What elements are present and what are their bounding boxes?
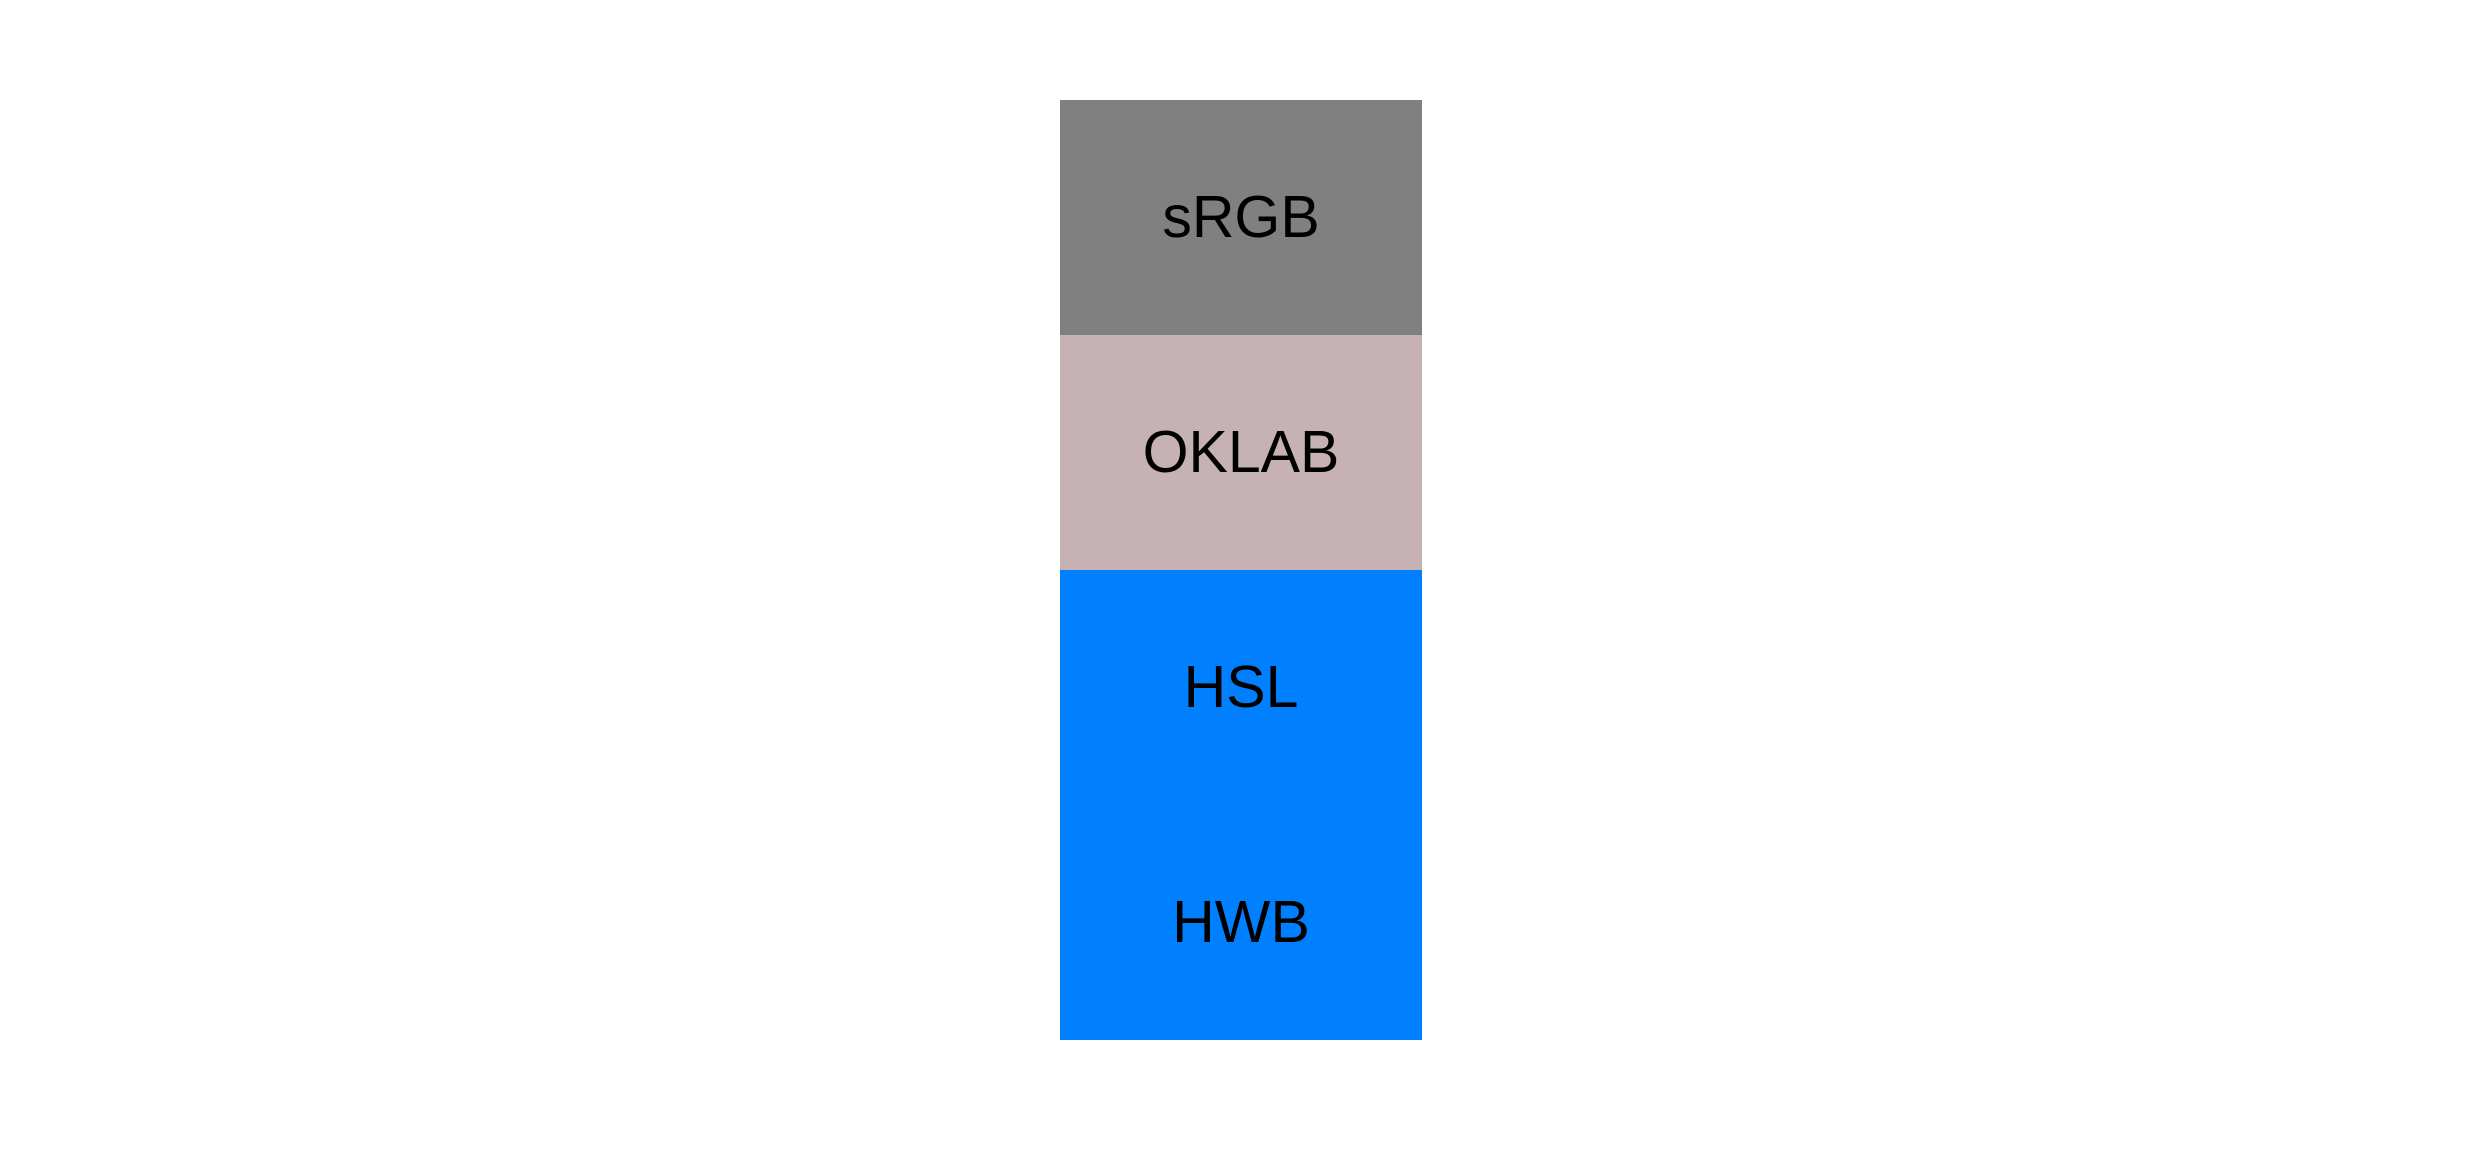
swatch-hsl[interactable]: HSL [1060, 570, 1422, 805]
swatch-label-srgb: sRGB [1162, 184, 1320, 250]
color-swatch-stack: sRGB OKLAB HSL HWB [1060, 100, 1422, 1040]
swatch-label-hwb: HWB [1172, 889, 1310, 955]
swatch-srgb[interactable]: sRGB [1060, 100, 1422, 335]
swatch-label-oklab: OKLAB [1142, 419, 1340, 485]
swatch-label-hsl: HSL [1183, 654, 1299, 720]
swatch-oklab[interactable]: OKLAB [1060, 335, 1422, 570]
swatch-hwb[interactable]: HWB [1060, 805, 1422, 1040]
